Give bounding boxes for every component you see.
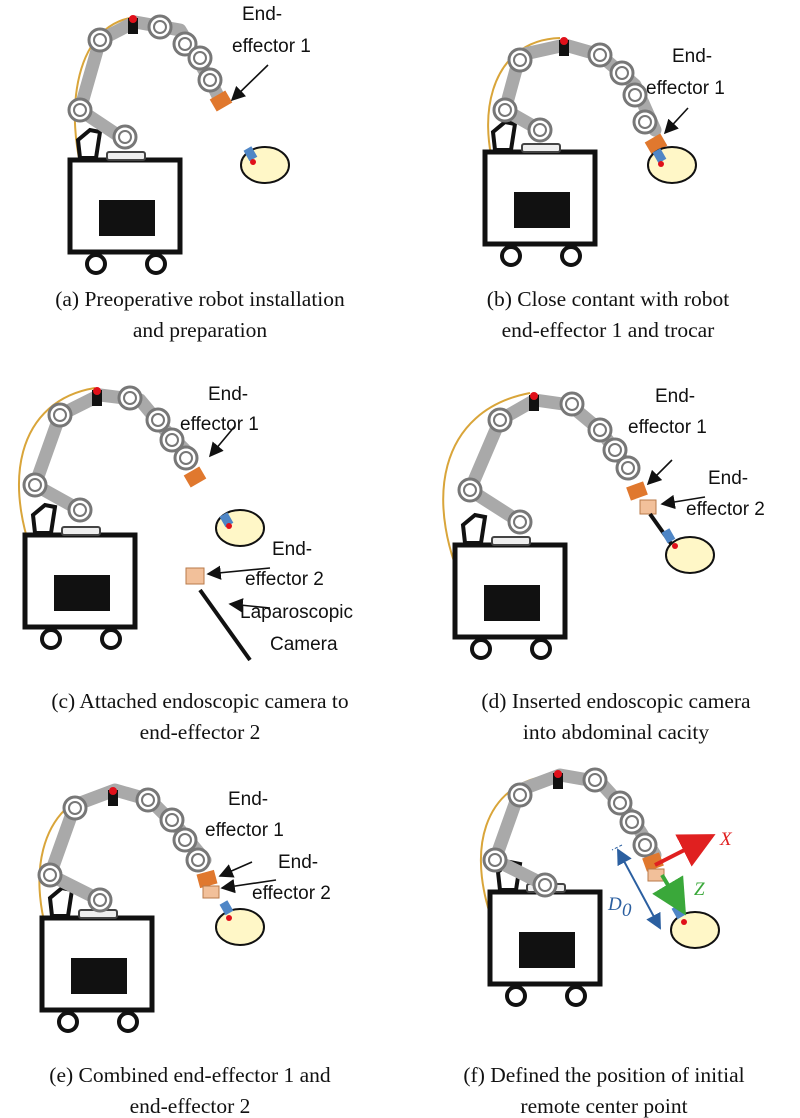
panel-e-caption-line1: (e) Combined end-effector 1 and	[49, 1063, 331, 1087]
panel-e-label-0: End-	[228, 789, 268, 810]
panel-b-caption-line2: end-effector 1 and trocar	[502, 318, 715, 342]
panel-b-label-0: End-	[672, 46, 712, 67]
panel-c-label-2: End-	[272, 539, 312, 560]
distance-subscript: 0	[622, 900, 632, 921]
panel-f: X Z D 0 (f) Defined the position of init…	[463, 767, 745, 1118]
panel-b-caption-line1: (b) Close contant with robot	[487, 287, 729, 311]
panel-c-label-5: Camera	[270, 634, 338, 655]
panel-d-caption-line2: into abdominal cacity	[523, 720, 710, 744]
distance-label: D	[607, 894, 622, 915]
panel-a-caption-line1: (a) Preoperative robot installation	[55, 287, 345, 311]
panel-c-label-4: Laparoscopic	[240, 602, 353, 623]
panel-c-label-1: effector 1	[180, 414, 259, 435]
panel-e-label-3: effector 2	[252, 883, 331, 904]
z-axis-label: Z	[694, 879, 705, 900]
panel-d: End- effector 1 End- effector 2 (d) Inse…	[442, 386, 765, 744]
x-axis-label: X	[719, 829, 733, 850]
panel-d-caption-line1: (d) Inserted endoscopic camera	[481, 689, 751, 713]
panel-f-caption-line1: (f) Defined the position of initial	[463, 1063, 744, 1087]
panel-e-label-2: End-	[278, 852, 318, 873]
panel-a: End- effector 1 (a) Preoperative robot i…	[55, 4, 345, 342]
panel-d-label-2: End-	[708, 468, 748, 489]
panel-a-label-1: effector 1	[232, 36, 311, 57]
panel-e: End- effector 1 End- effector 2 (e) Comb…	[37, 783, 331, 1118]
panel-d-label-3: effector 2	[686, 499, 765, 520]
panel-b-label-1: effector 1	[646, 78, 725, 99]
panel-a-caption-line2: and preparation	[133, 318, 268, 342]
panel-d-label-0: End-	[655, 386, 695, 407]
panel-e-label-1: effector 1	[205, 820, 284, 841]
panel-b: End- effector 1 (b) Close contant with r…	[485, 37, 729, 342]
panel-c-caption-line1: (c) Attached endoscopic camera to	[51, 689, 348, 713]
panel-e-caption-line2: end-effector 2	[130, 1094, 251, 1118]
panel-c: End- effector 1 End- effector 2 Laparosc…	[17, 384, 353, 744]
panel-d-label-1: effector 1	[628, 417, 707, 438]
panel-a-label-0: End-	[242, 4, 282, 25]
panel-f-caption-line2: remote center point	[520, 1094, 687, 1118]
panel-c-label-0: End-	[208, 384, 248, 405]
panel-c-label-3: effector 2	[245, 569, 324, 590]
panel-c-caption-line2: end-effector 2	[140, 720, 261, 744]
